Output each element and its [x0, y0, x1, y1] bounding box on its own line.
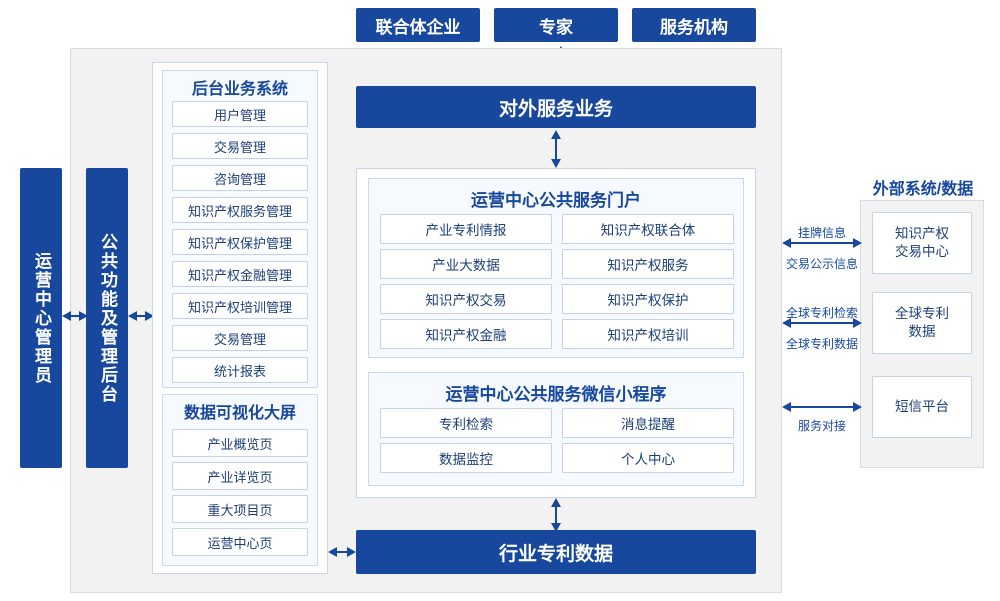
dashboard-title: 数据可视化大屏	[183, 405, 296, 422]
external-conn-label-1a: 全球专利检索	[785, 305, 858, 320]
arrow-service-to-portal	[551, 130, 561, 168]
top-entity-服务机构[interactable]: 服务机构	[632, 8, 756, 42]
miniprogram-title: 运营中心公共服务微信小程序	[445, 384, 667, 404]
portal-item-5[interactable]: 知识产权保护	[562, 284, 734, 314]
backoffice-item-3[interactable]: 知识产权服务管理	[172, 197, 308, 223]
arrow-dashboard-to-data	[328, 547, 356, 557]
miniprogram-item-1[interactable]: 消息提醒	[562, 408, 734, 438]
dashboard-item-2[interactable]: 重大项目页	[172, 495, 308, 523]
miniprogram-item-3[interactable]: 个人中心	[562, 443, 734, 473]
vbar-common-functions: 公共功能及管理后台	[86, 168, 128, 468]
external-conn-label-2a: 服务对接	[797, 418, 846, 433]
portal-item-1[interactable]: 知识产权联合体	[562, 214, 734, 244]
external-item-0[interactable]: 知识产权 交易中心	[872, 212, 972, 274]
portal-item-4[interactable]: 知识产权交易	[380, 284, 552, 314]
backoffice-item-1[interactable]: 交易管理	[172, 133, 308, 159]
portal-title: 运营中心公共服务门户	[471, 190, 641, 210]
top-entity-专家[interactable]: 专家	[494, 8, 618, 42]
dashboard-item-0[interactable]: 产业概览页	[172, 429, 308, 457]
miniprogram-item-0[interactable]: 专利检索	[380, 408, 552, 438]
arrow-portal-to-data	[551, 498, 561, 532]
external-title: 外部系统/数据	[872, 181, 974, 198]
portal-item-7[interactable]: 知识产权培训	[562, 319, 734, 349]
external-conn-label-0b: 交易公示信息	[785, 256, 858, 271]
top-entity-联合体企业[interactable]: 联合体企业	[356, 8, 480, 42]
external-conn-label-1b: 全球专利数据	[785, 336, 858, 351]
backoffice-item-8[interactable]: 统计报表	[172, 357, 308, 383]
portal-item-0[interactable]: 产业专利情报	[380, 214, 552, 244]
external-item-1[interactable]: 全球专利 数据	[872, 292, 972, 354]
external-service-bar: 对外服务业务	[356, 86, 756, 128]
portal-item-6[interactable]: 知识产权金融	[380, 319, 552, 349]
backoffice-item-7[interactable]: 交易管理	[172, 325, 308, 351]
external-conn-label-0a: 挂牌信息	[797, 225, 846, 240]
dashboard-item-3[interactable]: 运营中心页	[172, 528, 308, 556]
portal-item-2[interactable]: 产业大数据	[380, 249, 552, 279]
backoffice-item-6[interactable]: 知识产权培训管理	[172, 293, 308, 319]
portal-item-3[interactable]: 知识产权服务	[562, 249, 734, 279]
external-item-2[interactable]: 短信平台	[872, 376, 972, 438]
arrow-common-to-backoffice	[128, 311, 154, 321]
industry-data-bar: 行业专利数据	[356, 530, 756, 574]
miniprogram-item-2[interactable]: 数据监控	[380, 443, 552, 473]
arrow-external-2	[782, 402, 862, 412]
arrow-external-1	[782, 318, 862, 328]
arrow-operator-to-common	[62, 311, 88, 321]
backoffice-item-2[interactable]: 咨询管理	[172, 165, 308, 191]
dashboard-item-1[interactable]: 产业详览页	[172, 462, 308, 490]
arrow-external-0	[782, 238, 862, 248]
vbar-operator: 运营中心管理员	[20, 168, 62, 468]
backoffice-item-5[interactable]: 知识产权金融管理	[172, 261, 308, 287]
backoffice-item-0[interactable]: 用户管理	[172, 101, 308, 127]
backoffice-title: 后台业务系统	[191, 81, 288, 98]
backoffice-item-4[interactable]: 知识产权保护管理	[172, 229, 308, 255]
